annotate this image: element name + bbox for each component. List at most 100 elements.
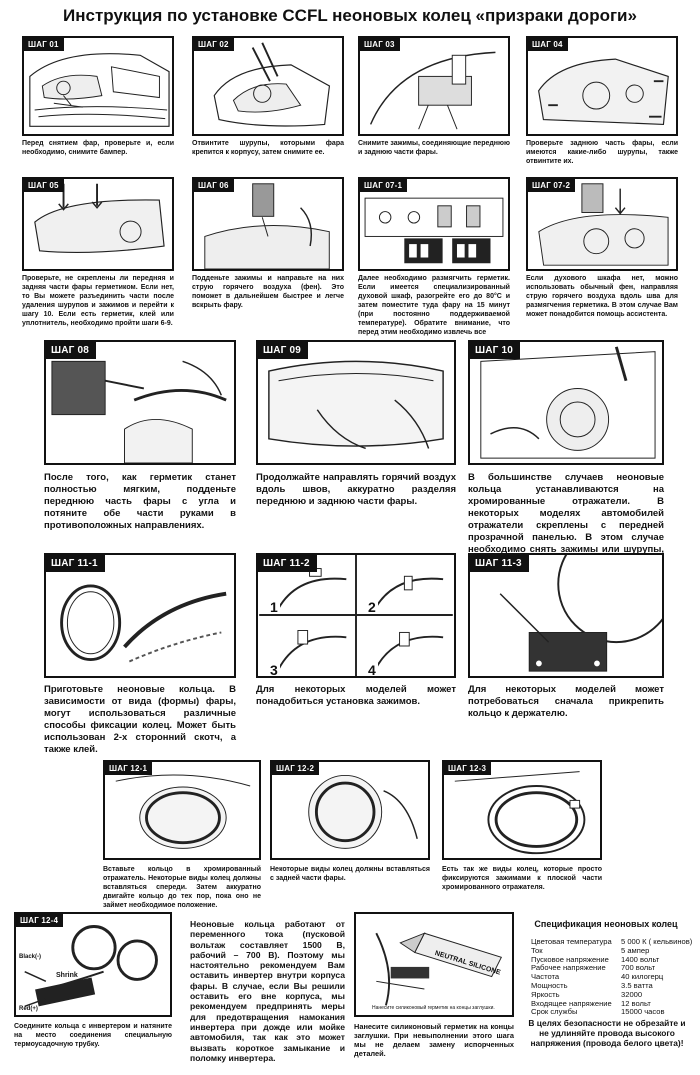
- step-label: ШАГ 12-2: [272, 762, 320, 775]
- step-07-1: ШАГ 07-1 Далее необходимо размягчить гер…: [358, 177, 510, 336]
- step-12-1: ШАГ 12-1 Вставьте кольцо в хромированный…: [103, 760, 261, 910]
- silicone-tube-illustration: [375, 932, 503, 1006]
- spec-key: Яркость: [531, 989, 560, 999]
- separating-hands-illustration: [51, 360, 227, 463]
- spec-value: 12 вольт: [621, 998, 651, 1008]
- sub-image-number: 4: [366, 662, 378, 678]
- step-12-3: ШАГ 12-3 Есть так же виды колец, которые…: [442, 760, 602, 910]
- step-label: ШАГ 04: [528, 38, 568, 51]
- step-caption: Соедините кольца с инвертером и натяните…: [14, 1023, 172, 1048]
- hot-air-clips-illustration: [204, 183, 330, 269]
- step-label: ШАГ 12-1: [105, 762, 153, 775]
- step-label: ШАГ 07-2: [528, 179, 576, 192]
- step-11-3: ШАГ 11-3 Для некоторых моделей может пот…: [468, 553, 664, 743]
- step-02: ШАГ 02 Отвинтите шурупы, которыми фара к…: [192, 36, 344, 166]
- clips-removal-illustration: [369, 51, 496, 130]
- spec-value: 15000 часов: [621, 1007, 665, 1017]
- headlight-removal-illustration: [213, 42, 331, 127]
- step-caption: Перед снятием фар, проверьте и, если нео…: [22, 140, 174, 156]
- step-caption: Проверьте, не скреплены ли передняя и за…: [22, 275, 174, 327]
- step-01: ШАГ 01 Перед снятием фар, проверьте и, е…: [22, 36, 174, 166]
- step-caption: Есть так же виды колец, которые просто ф…: [442, 866, 602, 891]
- shrink-label: Shrink: [56, 972, 78, 979]
- silicone-caption: Нанесите силиконовый герметик на концы з…: [354, 1022, 514, 1058]
- step-label: ШАГ 08: [46, 342, 97, 359]
- ring-front-insert-illustration: [115, 774, 251, 849]
- spec-key: Частота: [531, 972, 560, 982]
- step-label: ШАГ 02: [194, 38, 234, 51]
- step-label: ШАГ 01: [24, 38, 64, 51]
- step-caption: Для некоторых моделей может потребоватьс…: [468, 684, 664, 719]
- sub-image-number: 1: [268, 599, 280, 615]
- step-caption: Приготовьте неоновые кольца. В зависимос…: [44, 684, 236, 755]
- spec-key: Срок службы: [531, 1007, 578, 1017]
- hair-dryer-illustration: [538, 183, 669, 266]
- step-caption: Отвинтите шурупы, которыми фара крепится…: [192, 140, 344, 156]
- step-11-1: ШАГ 11-1 Приготовьте неоновые кольца. В …: [44, 553, 236, 755]
- spec-row: Мощность 3.5 ватта: [531, 981, 686, 990]
- step-caption: Некоторые виды колец должны вставляться …: [270, 866, 430, 882]
- step-10: ШАГ 10 В большинстве случаев неоновые ко…: [468, 340, 664, 567]
- ring-back-insert-illustration: [308, 774, 418, 849]
- neon-rings-illustration: [60, 584, 227, 663]
- step-label: ШАГ 10: [470, 342, 521, 359]
- spec-title: Спецификация неоновых колец: [534, 919, 678, 929]
- inverter-note: Неоновые кольца работают от переменного …: [190, 919, 345, 1063]
- spec-value: 5 000 К ( кельвинов): [621, 937, 693, 946]
- step-caption: После того, как герметик станет полность…: [44, 472, 236, 531]
- step-05: ШАГ 05 Проверьте, не скреплены ли передн…: [22, 177, 174, 329]
- safety-warning: В целях безопасности не обрезайте и не у…: [528, 1018, 686, 1048]
- clip-install-illustration: [259, 555, 453, 676]
- ring-holder-illustration: [499, 555, 662, 672]
- step-label: ШАГ 12-3: [444, 762, 492, 775]
- spec-value: 5 ампер: [621, 945, 650, 955]
- spec-key: Мощность: [531, 981, 568, 990]
- spec-value: 1400 вольт: [621, 954, 660, 964]
- step-caption: Продолжайте направлять горячий воздух вд…: [256, 472, 456, 507]
- step-caption: Подденьте зажимы и направьте на них стру…: [192, 275, 344, 309]
- step-caption: Далее необходимо размягчить герметик. Ес…: [358, 275, 510, 336]
- reflector-illustration: [480, 346, 656, 459]
- spec-key: Ток: [531, 945, 543, 955]
- step-08: ШАГ 08 После того, как герметик станет п…: [44, 340, 236, 540]
- step-03: ШАГ 03 Снимите зажимы, соединяющие перед…: [358, 36, 510, 166]
- spec-key: Пусковое напряжение: [531, 954, 609, 964]
- step-04: ШАГ 04 Проверьте заднюю часть фары, если…: [526, 36, 678, 166]
- spec-key: Входящее напряжение: [531, 998, 612, 1008]
- headlight-back-illustration: [538, 58, 669, 125]
- oven-illustration: [364, 197, 504, 264]
- sub-image-number: 3: [268, 662, 280, 678]
- step-label: ШАГ 03: [360, 38, 400, 51]
- wire-black-label: Black(-): [19, 954, 42, 960]
- spec-table: Цветовая температура 5 000 К ( кельвинов)…: [531, 937, 692, 1017]
- step-caption: Снимите зажимы, соединяющие переднюю и з…: [358, 140, 510, 156]
- step-label: ШАГ 09: [258, 342, 309, 359]
- spec-row: Срок службы 15000 часов: [531, 1007, 686, 1016]
- step-label: ШАГ 05: [24, 179, 64, 192]
- step-caption: Если духового шкафа нет, можно использов…: [526, 275, 678, 318]
- inverter-wiring-illustration: [24, 925, 158, 1008]
- spec-value: 40 килогерц: [621, 972, 664, 982]
- step-11-2: ШАГ 11-2 1 2 3 4 Для некоторых моделей м…: [256, 553, 456, 743]
- spec-key: Цветовая температура: [531, 937, 612, 946]
- step-label: ШАГ 12-4: [16, 914, 64, 927]
- spec-value: 3.5 ватта: [621, 981, 653, 990]
- seam-heating-illustration: [268, 360, 444, 450]
- ring-clip-flat-illustration: [454, 771, 586, 855]
- spec-value: 32000: [621, 989, 643, 999]
- car-front-illustration: [29, 53, 170, 127]
- spec-row: Пусковое напряжение 1400 вольт: [531, 955, 686, 964]
- step-label: ШАГ 06: [194, 179, 234, 192]
- spec-row: Яркость 32000: [531, 990, 686, 999]
- step-caption: Вставьте кольцо в хромированный отражате…: [103, 866, 261, 909]
- spec-row: Входящее напряжение 12 вольт: [531, 999, 686, 1008]
- step-caption: Для некоторых моделей может понадобиться…: [256, 684, 456, 707]
- page-title: Инструкция по установке CCFL неоновых ко…: [63, 6, 637, 25]
- wire-red-label: Red(+): [19, 1006, 38, 1012]
- step-label: ШАГ 11-3: [470, 555, 529, 572]
- step-label: ШАГ 11-1: [46, 555, 105, 572]
- spec-row: Частота 40 килогерц: [531, 972, 686, 981]
- silicone-small-caption: Нанесите силиконовый герметик на концы з…: [372, 1005, 495, 1011]
- step-label: ШАГ 11-2: [258, 555, 317, 572]
- spec-key: Рабочее напряжение: [531, 963, 606, 973]
